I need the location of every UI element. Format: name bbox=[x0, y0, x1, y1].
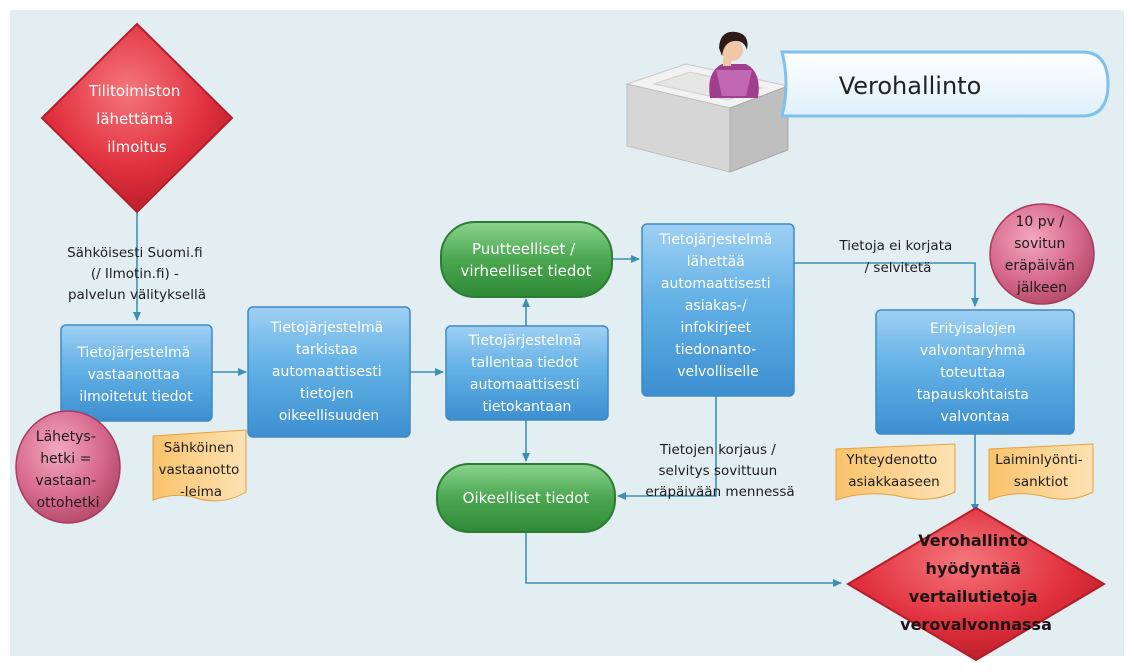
svg-text:Tietojärjestelmä lähet: Tietojärjestelmä lähettää automaattisest… bbox=[658, 232, 776, 380]
box-check: Tietojärjestelmä tarkistaa automaattises… bbox=[247, 306, 411, 438]
svg-text:Laiminlyönti- sanktiot: Laiminlyönti- sanktiot bbox=[995, 452, 1087, 490]
doc-receipt-stamp: Sähköinen vastaanotto -leima bbox=[152, 429, 247, 502]
svg-text:Sähköinen vastaanotto: Sähköinen vastaanotto -leima bbox=[158, 440, 243, 500]
box-send: Tietojärjestelmä lähettää automaattisest… bbox=[641, 223, 795, 397]
arrow-send-to-correct bbox=[617, 396, 717, 500]
edge-label-delivery: Sähköisesti Suomi.fi (/ Ilmotin.fi) - pa… bbox=[67, 245, 207, 303]
box-control: Erityisalojen valvontaryhmä toteuttaa ta… bbox=[875, 309, 1075, 435]
box-receive: Tietojärjestelmä vastaanottaa ilmoitetut… bbox=[60, 324, 213, 422]
person-icon bbox=[709, 31, 759, 98]
svg-text:10 pv / sovitun: 10 pv / sovitun eräpäivän jälkeen bbox=[1005, 214, 1080, 296]
connectors bbox=[133, 212, 979, 587]
svg-text:Puutteelliset / virhee: Puutteelliset / virheelliset tiedot bbox=[461, 240, 592, 280]
arrow-correct-to-end bbox=[525, 532, 842, 587]
end-diamond: Verohallinto hyödyntää vertailutietoja v… bbox=[846, 506, 1106, 662]
svg-text:Oikeelliset tiedot: Oikeelliset tiedot bbox=[463, 489, 590, 507]
end-diamond-text: Verohallinto hyödyntää vertailutietoja v… bbox=[900, 531, 1052, 634]
label-not-corrected: Tietoja ei korjata / selvitetä bbox=[838, 238, 956, 276]
green-correct-data: Oikeelliset tiedot bbox=[436, 463, 616, 533]
label-corrected-by-due-date: Tietojen korjaus / selvitys sovittuun er… bbox=[645, 442, 794, 500]
box-store: Tietojärjestelmä tallentaa tiedot automa… bbox=[445, 325, 609, 421]
svg-text:Lähetys- hetki =: Lähetys- hetki = vastaan- ottohetki bbox=[35, 429, 100, 511]
page-title: Verohallinto bbox=[839, 72, 982, 100]
svg-text:Tietojärjestelmä vasta: Tietojärjestelmä vastaanottaa ilmoitetut… bbox=[76, 345, 194, 405]
doc-contact-customer: Yhteydenotto asiakkaaseen bbox=[835, 443, 956, 501]
doc-sanctions: Laiminlyönti- sanktiot bbox=[988, 443, 1094, 501]
reception-desk-icon bbox=[625, 63, 790, 173]
svg-text:Yhteydenotto asiakkaas: Yhteydenotto asiakkaaseen bbox=[845, 452, 941, 490]
svg-text:Tietojärjestelmä tarki: Tietojärjestelmä tarkistaa automaattises… bbox=[269, 320, 387, 424]
svg-text:Erityisalojen valvonta: Erityisalojen valvontaryhmä toteuttaa ta… bbox=[917, 321, 1034, 425]
title-banner: Verohallinto bbox=[780, 50, 1110, 118]
circle-deadline: 10 pv / sovitun eräpäivän jälkeen bbox=[989, 203, 1095, 305]
svg-text:Tietojärjestelmä talle: Tietojärjestelmä tallentaa tiedot automa… bbox=[467, 333, 585, 415]
title-area: Verohallinto bbox=[625, 31, 1110, 173]
arrow-send-to-control bbox=[794, 262, 979, 307]
circle-submission-time: Lähetys- hetki = vastaan- ottohetki bbox=[15, 410, 121, 524]
green-faulty-data: Puutteelliset / virheelliset tiedot bbox=[440, 221, 613, 298]
start-diamond-text: Tilitoimiston lähettämä ilmoitus bbox=[88, 82, 185, 156]
start-diamond: Tilitoimiston lähettämä ilmoitus bbox=[40, 22, 234, 214]
